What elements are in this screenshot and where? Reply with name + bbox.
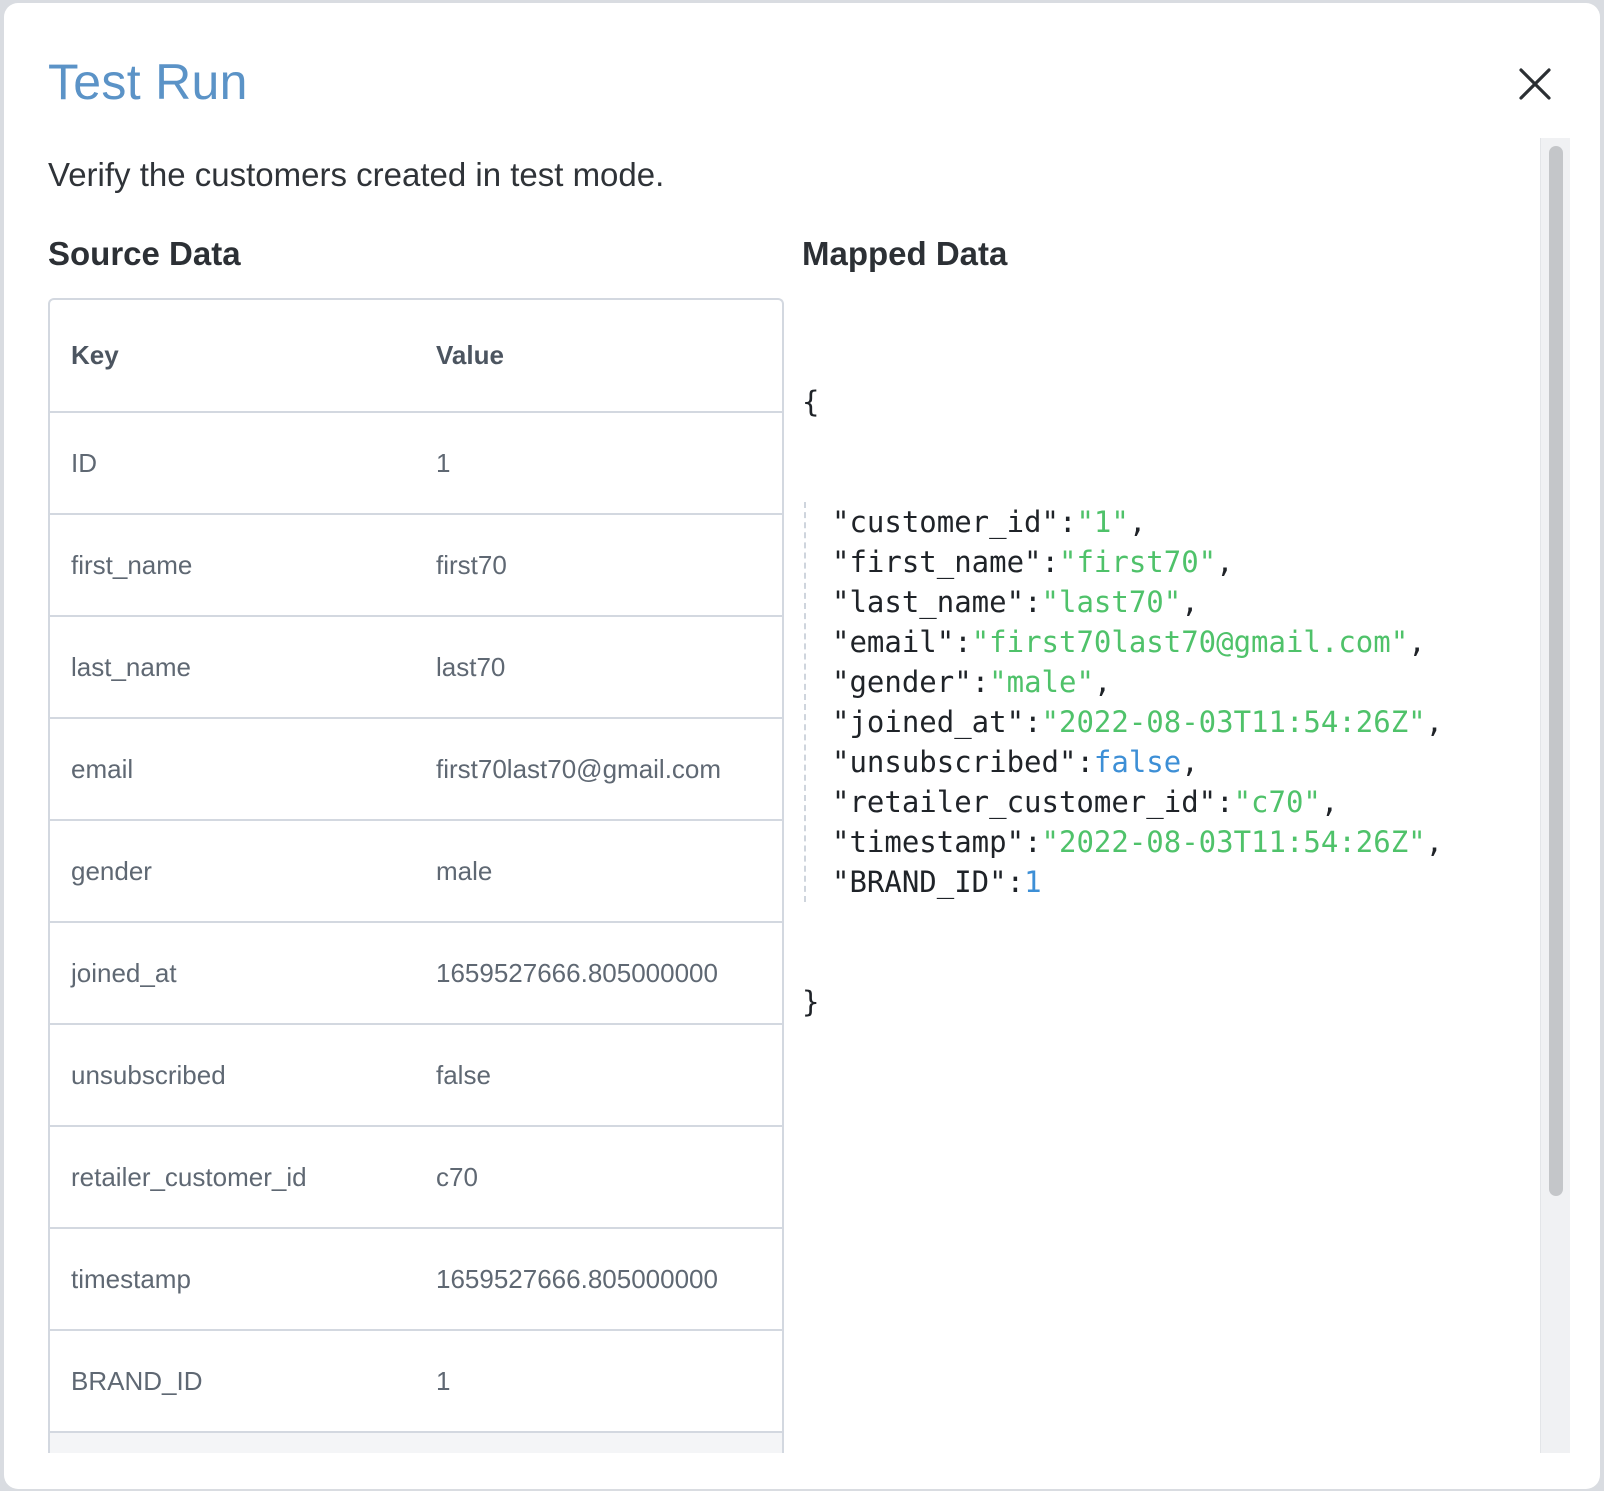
json-value: "c70"	[1233, 785, 1321, 819]
json-line: "customer_id":"1",	[832, 502, 1502, 542]
json-line: "gender":"male",	[832, 662, 1502, 702]
row-key: ID	[50, 412, 436, 515]
row-value: c70	[436, 1126, 782, 1229]
json-key: "gender"	[832, 665, 972, 699]
row-value: 1	[436, 412, 782, 515]
json-key: "timestamp"	[832, 825, 1025, 859]
json-colon: :	[971, 665, 990, 699]
json-close-brace: }	[802, 985, 820, 1019]
table-row-partial	[50, 1433, 782, 1453]
dialog-description: Verify the customers created in test mod…	[48, 156, 665, 193]
row-value: last70	[436, 616, 782, 719]
dialog-scrollbar[interactable]	[1540, 138, 1570, 1453]
json-value: 1	[1024, 865, 1042, 899]
json-colon: :	[954, 625, 972, 659]
json-line: "unsubscribed":false,	[832, 742, 1502, 782]
json-key: "first_name"	[832, 545, 1042, 579]
test-run-dialog: Test Run Verify the customers created in…	[4, 3, 1600, 1489]
json-line: "BRAND_ID":1	[832, 862, 1502, 902]
row-value: 1	[436, 1330, 782, 1433]
dialog-title: Test Run	[48, 54, 248, 110]
row-key: last_name	[50, 616, 436, 719]
column-header-value: Value	[436, 300, 782, 413]
mapped-data-json: { "customer_id":"1","first_name":"first7…	[802, 302, 1502, 1102]
json-line: "email":"first70last70@gmail.com",	[832, 622, 1502, 662]
json-key: "last_name"	[832, 585, 1025, 619]
json-key: "retailer_customer_id"	[832, 785, 1217, 819]
json-colon: :	[1058, 505, 1077, 539]
row-key: email	[50, 718, 436, 821]
close-icon	[1519, 68, 1551, 100]
json-value: false	[1093, 745, 1182, 779]
row-key: joined_at	[50, 922, 436, 1025]
row-value: first70last70@gmail.com	[436, 718, 782, 821]
json-value: "2022-08-03T11:54:26Z"	[1041, 705, 1426, 739]
json-key: "email"	[832, 625, 955, 659]
json-comma: ,	[1216, 545, 1234, 579]
row-key: retailer_customer_id	[50, 1126, 436, 1229]
json-comma: ,	[1320, 785, 1339, 819]
json-line: "timestamp":"2022-08-03T11:54:26Z",	[832, 822, 1502, 862]
json-line: "retailer_customer_id":"c70",	[832, 782, 1502, 822]
json-comma: ,	[1425, 705, 1444, 739]
json-open-brace: {	[802, 385, 820, 419]
json-colon: :	[1024, 585, 1042, 619]
row-value: 1659527666.805000000	[436, 922, 782, 1025]
json-value: "first70"	[1058, 545, 1217, 579]
json-colon: :	[1076, 745, 1094, 779]
json-key: "joined_at"	[832, 705, 1025, 739]
json-line: "first_name":"first70",	[832, 542, 1502, 582]
source-data-heading: Source Data	[48, 235, 241, 272]
json-line: "joined_at":"2022-08-03T11:54:26Z",	[832, 702, 1502, 742]
json-value: "1"	[1076, 505, 1129, 539]
row-value: 1659527666.805000000	[436, 1228, 782, 1331]
json-body: "customer_id":"1","first_name":"first70"…	[804, 502, 1502, 902]
json-value: "male"	[989, 665, 1094, 699]
json-colon: :	[1006, 865, 1025, 899]
json-comma: ,	[1093, 665, 1112, 699]
close-button[interactable]	[1512, 61, 1558, 107]
json-value: "2022-08-03T11:54:26Z"	[1041, 825, 1426, 859]
json-key: "customer_id"	[832, 505, 1059, 539]
json-colon: :	[1041, 545, 1059, 579]
json-value: "first70last70@gmail.com"	[971, 625, 1409, 659]
row-value: false	[436, 1024, 782, 1127]
mapped-data-heading: Mapped Data	[802, 235, 1008, 272]
row-key: first_name	[50, 514, 436, 617]
json-colon: :	[1024, 825, 1042, 859]
json-comma: ,	[1408, 625, 1426, 659]
row-value: first70	[436, 514, 782, 617]
column-header-key: Key	[50, 300, 436, 413]
json-value: "last70"	[1041, 585, 1182, 619]
row-key: BRAND_ID	[50, 1330, 436, 1433]
json-comma: ,	[1128, 505, 1147, 539]
json-key: "BRAND_ID"	[832, 865, 1007, 899]
json-comma: ,	[1181, 585, 1199, 619]
row-key: gender	[50, 820, 436, 923]
json-line: "last_name":"last70",	[832, 582, 1502, 622]
json-colon: :	[1216, 785, 1234, 819]
row-key: timestamp	[50, 1228, 436, 1331]
json-colon: :	[1024, 705, 1042, 739]
row-key: unsubscribed	[50, 1024, 436, 1127]
row-value: male	[436, 820, 782, 923]
json-key: "unsubscribed"	[832, 745, 1077, 779]
scrollbar-thumb[interactable]	[1549, 146, 1563, 1196]
dialog-body[interactable]: Verify the customers created in test mod…	[4, 138, 1570, 1453]
json-comma: ,	[1425, 825, 1444, 859]
table-header-row: Key Value	[50, 300, 782, 413]
json-comma: ,	[1181, 745, 1199, 779]
